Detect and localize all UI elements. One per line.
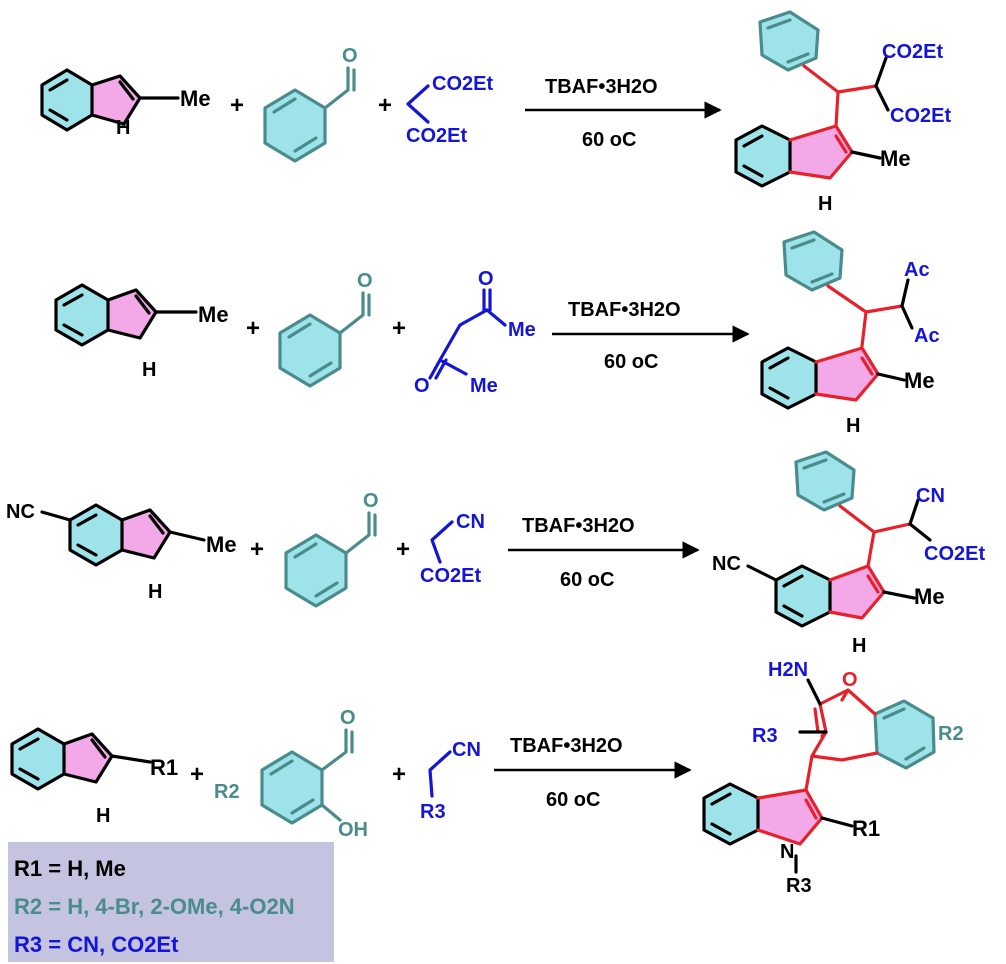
methyl-label: Me [914,584,945,609]
cyanoacetate-reagent: CN CO2Et [420,511,485,587]
methyl-label: Me [198,302,229,327]
plus-sign: + [190,761,204,788]
r3-label: R3 [752,725,778,747]
plus-sign: + [392,315,406,342]
reaction-3: NC Me H + O + CN CO2Et TBAF•3H2O 60 oC [6,450,985,657]
hydroxyl-label: OH [338,819,368,841]
ester-label: CO2Et [420,565,481,587]
benzaldehyde-reagent-3: O [284,490,379,608]
indole-reagent-2: Me H [54,283,229,381]
nitrile-label: CN [452,739,481,761]
legend-r2: R2 = H, 4-Br, 2-OMe, 4-O2N [14,894,295,919]
r1-label: R1 [150,755,178,780]
r1-label: R1 [852,816,880,841]
methyl-label: Me [206,532,237,557]
product-3: CN CO2Et NC Me H [712,450,985,657]
product-2: Ac Ac Me H [760,230,940,437]
ester-label: CO2Et [406,125,467,147]
methyl-label: Me [470,375,498,397]
nh-label: H [148,581,162,603]
nitrile-label: CN [916,485,945,507]
aldehyde-o-label: O [340,707,356,729]
acetylacetone-reagent: O Me O Me [414,268,536,397]
catalyst-label: TBAF•3H2O [522,515,635,537]
nh-label: H [96,805,110,827]
methyl-label: Me [904,368,935,393]
temperature-label: 60 oC [582,129,636,151]
ester-label: CO2Et [432,73,493,95]
reaction-4: R1 H + O OH R2 + CN R3 TBAF•3H2O 60 oC H… [10,659,964,897]
plus-sign: + [378,92,392,119]
nh-label: H [116,117,130,139]
aldehyde-o-label: O [357,270,373,292]
cyano-indole-reagent: NC Me H [6,501,237,603]
plus-sign: + [396,536,410,563]
catalyst-label: TBAF•3H2O [510,735,623,757]
ester-label: CO2Et [924,543,985,565]
benzaldehyde-reagent-1: O [263,45,358,163]
ester-label: CO2Et [882,41,943,63]
amine-label: H2N [768,659,808,681]
plus-sign: + [246,315,260,342]
reaction-1: Me H + O + CO2Et CO2Et TBAF•3H2O 60 oC [40,10,951,215]
temperature-label: 60 oC [604,351,658,373]
acetyl-label: Ac [914,325,940,347]
nitrile-label: NC [712,553,741,575]
methyl-label: Me [880,146,911,171]
pyran-o-label: O [842,669,858,691]
reaction-2: Me H + O + O Me O Me TBAF•3H2O 60 oC Ac [54,230,940,437]
aldehyde-o-label: O [363,490,379,512]
carbonyl-o-label: O [478,268,494,290]
acetyl-label: Ac [904,259,930,281]
salicylaldehyde-reagent: O OH R2 [214,707,368,841]
aldehyde-o-label: O [342,45,358,67]
benzaldehyde-reagent-2: O [278,270,373,388]
nitrile-label: NC [6,501,35,523]
nh-label: H [846,415,860,437]
nitrile-label: CN [456,511,485,533]
activated-nitrile-reagent: CN R3 [420,739,481,823]
temperature-label: 60 oC [560,569,614,591]
malonate-reagent: CO2Et CO2Et [406,73,493,147]
indole-reagent-1: Me H [40,68,211,139]
legend-r3: R3 = CN, CO2Et [14,932,179,957]
legend-r1: R1 = H, Me [14,856,126,881]
r2-label: R2 [938,723,964,745]
product-4: H2N O R3 R2 R1 N R3 [702,659,964,897]
methyl-label: Me [180,86,211,111]
r2-label: R2 [214,781,240,803]
plus-sign: + [392,761,406,788]
nh-label: H [818,193,832,215]
nh-label: H [852,635,866,657]
r3-label: R3 [786,875,812,897]
catalyst-label: TBAF•3H2O [568,299,681,321]
indole-n-label: N [780,841,794,863]
product-1: CO2Et CO2Et Me H [734,10,951,215]
plus-sign: + [230,92,244,119]
substituent-legend [8,842,334,962]
temperature-label: 60 oC [546,789,600,811]
ester-label: CO2Et [890,105,951,127]
indole-reagent-4: R1 H [10,727,178,827]
carbonyl-o-label: O [414,375,430,397]
plus-sign: + [250,536,264,563]
legend-text: R1 = H, Me R2 = H, 4-Br, 2-OMe, 4-O2N R3… [14,856,295,957]
catalyst-label: TBAF•3H2O [545,76,658,98]
methyl-label: Me [508,319,536,341]
r3-label: R3 [420,801,446,823]
nh-label: H [142,359,156,381]
